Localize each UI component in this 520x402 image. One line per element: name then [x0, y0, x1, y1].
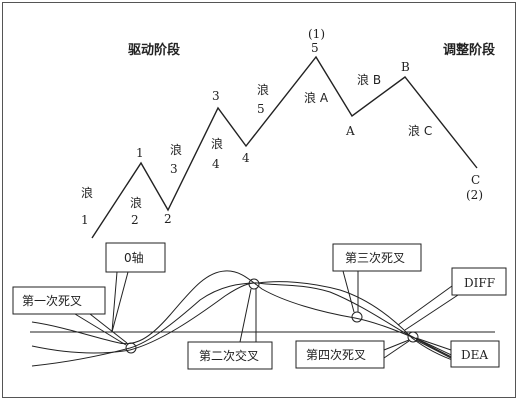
second-cross-marker [248, 278, 260, 290]
first-death-cross-marker [125, 342, 137, 354]
third-death-cross-pointer-a [342, 270, 355, 313]
impulse-phase-heading: 驱动阶段 [128, 42, 180, 58]
third-death-cross-callout-box [332, 243, 422, 272]
dea-callout-box [450, 340, 500, 368]
first-death-cross-callout-box [12, 286, 106, 315]
second-cross-callout-box [187, 341, 273, 370]
fourth-death-cross-pointer-a [383, 339, 410, 351]
pointB-label: B [401, 60, 410, 74]
diff-pointer-a [397, 285, 453, 326]
diff-pointer-b [404, 294, 459, 331]
pointC-label: C [471, 173, 480, 187]
waveA-label: 浪 A [304, 90, 329, 105]
wave5-label: 浪 [257, 82, 269, 97]
wave5-number: 5 [257, 102, 265, 116]
fourth-death-cross-marker [407, 331, 419, 343]
fourth-death-cross-callout-text: 第四次死叉 [306, 348, 366, 362]
wave1-label: 浪 [81, 185, 93, 200]
zero-axis-pointer-a [111, 271, 118, 333]
point1-label: 1 [136, 146, 144, 160]
diff-callout-text: DIFF [464, 276, 495, 290]
second-cross-callout-text: 第二次交叉 [199, 348, 259, 363]
first-death-cross-pointer-b [89, 313, 128, 344]
wave1-number: 1 [81, 213, 89, 227]
first-death-cross-pointer-a [74, 313, 127, 346]
point4-label: 4 [242, 151, 250, 165]
trend-line [31, 281, 459, 367]
end-mark: (2) [466, 188, 483, 202]
second-cross-pointer-a [239, 288, 252, 343]
point2-label: 2 [164, 212, 172, 226]
waveB-label: 浪 B [357, 72, 381, 87]
wave3-number: 3 [170, 162, 178, 176]
zero-axis-pointer-b [111, 271, 129, 333]
wave4-number: 4 [212, 157, 220, 171]
dea-pointer-b [415, 339, 452, 359]
diff-callout-box [451, 267, 507, 296]
diagram-frame [2, 2, 516, 398]
fourth-death-cross-callout-box [295, 340, 385, 369]
zero-axis-callout-text: 0轴 [124, 250, 144, 265]
first-death-cross-callout-text: 第一次死叉 [22, 294, 82, 308]
diff-line [31, 270, 459, 359]
wave3-label: 浪 [170, 142, 182, 157]
zero-axis-callout-box [105, 242, 166, 273]
wave2-label: 浪 [130, 195, 142, 210]
dea-pointer-a [415, 337, 452, 351]
wave4-label: 浪 [211, 136, 223, 151]
point3-label: 3 [212, 89, 220, 103]
peak-mark: (1) [308, 27, 325, 41]
correction-phase-heading: 调整阶段 [443, 42, 495, 58]
fourth-death-cross-pointer-b [383, 340, 410, 359]
third-death-cross-callout-text: 第三次死叉 [345, 251, 405, 265]
pointA-label: A [345, 124, 355, 138]
dea-callout-text: DEA [461, 348, 488, 362]
third-death-cross-marker [351, 311, 363, 323]
wave2-number: 2 [131, 213, 139, 227]
waveC-label: 浪 C [408, 123, 432, 138]
elliott-wave-path [91, 55, 478, 239]
point5-label: 5 [311, 41, 319, 55]
